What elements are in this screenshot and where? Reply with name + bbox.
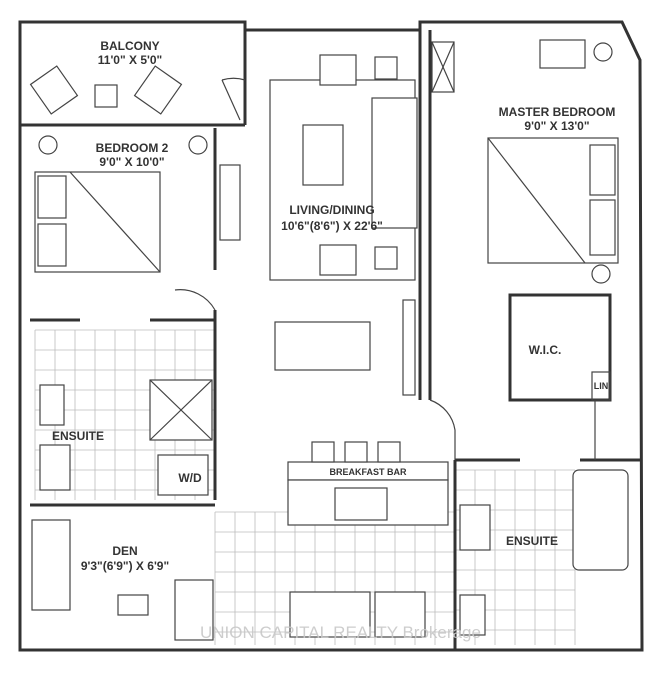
balcony: BALCONY 11'0" X 5'0" [29,39,246,121]
breakfast-label: BREAKFAST BAR [329,467,407,477]
wic-label: W.I.C. [529,343,562,357]
balcony-size: 11'0" X 5'0" [98,53,162,67]
master-size: 9'0" X 13'0" [524,119,589,133]
balcony-label: BALCONY [100,39,159,53]
armchair [133,65,183,115]
bedroom2-size: 9'0" X 10'0" [99,155,164,169]
chair [117,594,149,616]
coffee-table [302,124,344,186]
master-label: MASTER BEDROOM [499,105,616,119]
bedroom2-label: BEDROOM 2 [96,141,169,155]
sofa [31,519,71,611]
tv-unit [219,164,241,241]
armchair [319,54,357,86]
den: DEN 9'3"(6'9") X 6'9" [31,519,214,641]
bathtub [572,469,629,571]
ensuite-right-label: ENSUITE [506,534,558,548]
right-ensuite: ENSUITE [459,469,629,636]
closet [174,579,214,641]
ensuite-left-label: ENSUITE [52,429,104,443]
exterior-walls [18,20,644,652]
sink [334,487,388,521]
armchair [29,65,79,115]
desk [539,39,586,69]
stove [374,591,426,638]
watermark: UNION CAPITAL REALTY Brokerage [200,623,481,642]
sink [39,444,71,491]
living-size: 10'6"(8'6") X 22'6" [281,219,383,233]
console [402,299,416,396]
left-ensuite: ENSUITE W/D [39,379,213,496]
washer-dryer [157,454,209,496]
fridge [289,591,371,638]
armchair [319,244,357,276]
sink [459,504,491,551]
sofa [371,97,418,229]
wd-label: W/D [178,471,202,485]
dining-table [274,321,371,371]
master-bedroom: MASTER BEDROOM 9'0" X 13'0" W.I.C. LIN [487,39,619,391]
den-label: DEN [112,544,137,558]
interior-walls [30,30,640,650]
lin-label: LIN [594,381,609,391]
toilet [39,384,65,426]
living-dining: LIVING/DINING 10'6"(8'6") X 22'6" [269,54,456,460]
kitchen: BREAKFAST BAR [287,441,449,638]
side-table [94,84,118,108]
living-label: LIVING/DINING [289,203,374,217]
den-size: 9'3"(6'9") X 6'9" [81,559,169,573]
toilet [459,594,486,636]
bedroom-2: BEDROOM 2 9'0" X 10'0" [34,135,241,311]
